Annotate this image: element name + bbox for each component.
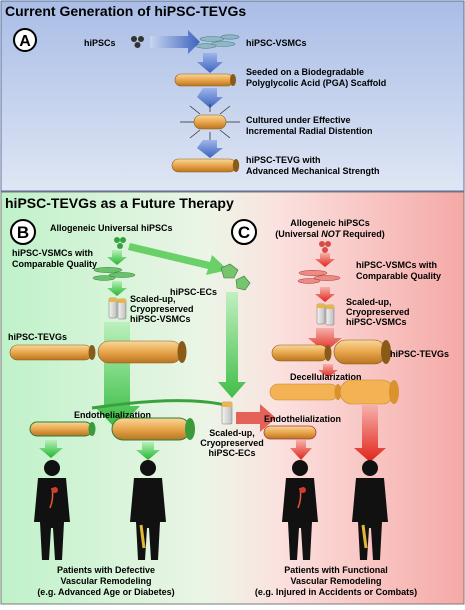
radial-distension-icon — [180, 104, 240, 140]
ec-cryo-line2: Cryopreserved — [200, 438, 264, 448]
c-endothelialized-tube — [263, 425, 317, 440]
c-arrow-to-cryo — [315, 287, 335, 302]
panel-label-b: B — [10, 219, 36, 245]
b-vsmc-line2: Comparable Quality — [12, 259, 97, 269]
step1-line2: Polyglycolic Acid (PGA) Scaffold — [246, 78, 386, 88]
b-endo-label: Endothelialization — [74, 410, 151, 420]
b-arrow-to-ecs — [128, 243, 228, 275]
b-patients-line3: (e.g. Advanced Age or Diabetes) — [37, 587, 174, 597]
svg-text:A: A — [19, 33, 31, 50]
vsmc-cells-icon — [195, 34, 240, 49]
c-patients-line3: (e.g. Injured in Accidents or Combats) — [255, 587, 417, 597]
b-cryovial-icon — [108, 297, 127, 320]
b-arrow-to-patient-2 — [136, 442, 160, 460]
step3-line1: hiPSC-TEVG with — [246, 155, 321, 165]
c-patients-line2: Vascular Remodeling — [290, 576, 381, 586]
b-ec-arrow — [218, 292, 246, 398]
b-arrow-to-cryo — [107, 281, 127, 296]
b-patients-line2: Vascular Remodeling — [60, 576, 151, 586]
step3-line2: Advanced Mechanical Strength — [246, 166, 380, 176]
c-arrow-to-decell — [318, 364, 338, 377]
c-arrow-to-patient-2 — [354, 405, 386, 462]
top-panel-title: Current Generation of hiPSC-TEVGs — [5, 3, 246, 19]
c-vsmc-line1: hiPSC-VSMCs with — [356, 260, 437, 270]
c-decellularized-tubes — [269, 379, 399, 405]
mature-tevg-tube — [171, 158, 240, 173]
step2-line1: Cultured under Effective — [246, 115, 351, 125]
svg-text:C: C — [238, 223, 250, 242]
c-source-line2: (Universal NOT Required) — [275, 229, 385, 239]
c-tevg-tubes — [271, 339, 391, 365]
c-source-line1: Allogeneic hiPSCs — [290, 218, 370, 228]
c-patient-figure-2 — [352, 460, 388, 560]
c-hipsc-cells-icon — [319, 241, 331, 253]
b-arrow-to-patient-1 — [39, 440, 63, 458]
b-source-label: Allogeneic Universal hiPSCs — [50, 223, 173, 233]
b-cryo-line3: hiPSC-VSMCs — [130, 314, 191, 324]
c-arrow-to-tevgs — [308, 328, 342, 352]
b-vsmc-line1: hiPSC-VSMCs with — [12, 248, 93, 258]
c-decell-label: Decellularization — [290, 372, 362, 382]
step-arrow-3 — [197, 140, 223, 158]
b-patient-figure-1 — [34, 460, 70, 560]
c-arrow-to-vsmc — [315, 253, 335, 267]
bottom-panel-title: hiPSC-TEVGs as a Future Therapy — [5, 195, 234, 211]
c-vsmc-line2: Comparable Quality — [356, 271, 441, 281]
c-vsmc-cells-icon — [297, 270, 341, 284]
b-tevgs-label: hiPSC-TEVGs — [8, 332, 67, 342]
c-endo-label: Endothelialization — [264, 414, 341, 424]
c-endo-arrow — [236, 404, 276, 432]
hipscs-label: hiPSCs — [84, 38, 116, 48]
hipsc-vsmcs-label: hiPSC-VSMCs — [246, 38, 307, 48]
b-arrow-to-vsmc — [107, 250, 127, 265]
top-panel — [0, 0, 465, 192]
c-patient-figure-1 — [282, 460, 318, 560]
ec-cryo-line3: hiPSC-ECs — [208, 448, 255, 458]
ec-cryo-line1: Scaled-up, — [209, 428, 255, 438]
c-cryo-line1: Scaled-up, — [346, 297, 392, 307]
step2-line2: Incremental Radial Distention — [246, 126, 373, 136]
pga-scaffold-tube — [174, 73, 236, 87]
b-vsmc-cells-icon — [92, 267, 136, 281]
c-tevgs-label: hiPSC-TEVGs — [390, 349, 449, 359]
b-patient-figure-2 — [130, 460, 166, 560]
step-arrow-1 — [197, 53, 223, 73]
b-cryo-line2: Cryopreserved — [130, 304, 194, 314]
b-tevg-tubes — [9, 340, 187, 364]
b-ecs-label: hiPSC-ECs — [170, 287, 217, 297]
step1-line1: Seeded on a Biodegradable — [246, 67, 364, 77]
c-patients-line1: Patients with Functional — [284, 565, 388, 575]
b-hipsc-cells-icon — [114, 237, 126, 249]
c-cryovial-icon — [316, 303, 335, 326]
ec-cryovial-icon — [221, 401, 233, 425]
b-patients-line1: Patients with Defective — [57, 565, 155, 575]
b-endo-connector — [91, 399, 226, 410]
panel-label-c: C — [231, 219, 257, 245]
b-cryo-line1: Scaled-up, — [130, 294, 176, 304]
c-cryo-line3: hiPSC-VSMCs — [346, 317, 407, 327]
step-arrow-2 — [197, 88, 223, 108]
c-cryo-line2: Cryopreserved — [346, 307, 410, 317]
differentiation-arrow — [150, 30, 200, 54]
c-arrow-to-patient-1 — [290, 440, 312, 460]
hipsc-cells-icon — [131, 36, 144, 48]
b-ec-cells-icon — [220, 263, 251, 291]
b-endothelialized-tubes — [29, 417, 195, 441]
svg-text:B: B — [17, 223, 29, 242]
panel-label-a: A — [13, 28, 37, 52]
